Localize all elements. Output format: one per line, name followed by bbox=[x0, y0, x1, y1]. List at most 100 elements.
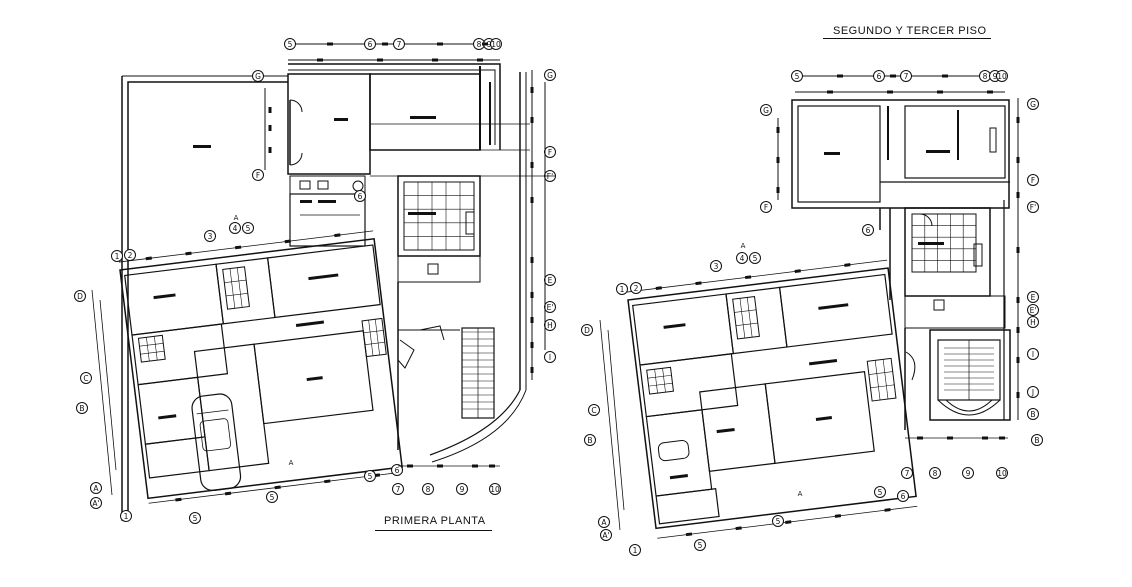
dimension-tick bbox=[937, 90, 943, 94]
dimension-tick bbox=[530, 162, 534, 168]
dimension-tick bbox=[327, 42, 333, 46]
grid-bubble-diagonal-label: 6 bbox=[358, 192, 363, 201]
tiled-floor-bath-2 bbox=[137, 334, 166, 363]
grid-bubble-bottom-label: 9 bbox=[966, 469, 971, 478]
section-marker-a: A bbox=[741, 242, 746, 250]
room-bedroom-2 bbox=[778, 273, 893, 348]
grid-bubble-right bbox=[1027, 348, 1039, 360]
grid-bubble-bottom bbox=[874, 486, 886, 498]
tile-line bbox=[236, 267, 243, 308]
sink bbox=[299, 180, 311, 190]
grid-bubble-right-label: F' bbox=[1030, 203, 1036, 212]
dimension-tick bbox=[432, 58, 438, 62]
rotated-wing bbox=[626, 259, 918, 539]
dimension-tick bbox=[437, 464, 443, 468]
room-bedroom-2 bbox=[266, 244, 381, 319]
grid-bubble-left-label: A bbox=[93, 484, 99, 493]
curved-boundary bbox=[429, 389, 521, 456]
grid-bubble-left bbox=[252, 70, 264, 82]
tiled-floor-kitchen-border bbox=[911, 213, 977, 273]
tiled-floor-bath-3 bbox=[866, 357, 897, 402]
grid-bubble-left-label: B bbox=[79, 404, 84, 413]
grid-bubble-right-label: H bbox=[1030, 318, 1036, 327]
dimension-tick bbox=[776, 187, 780, 193]
appliance bbox=[427, 263, 439, 275]
tiled-floor-bath-2 bbox=[646, 366, 675, 395]
dimension-tick bbox=[1016, 297, 1020, 303]
grid-bubble-left bbox=[584, 434, 596, 446]
grid-bubble-diagonal bbox=[630, 282, 642, 294]
tiled-floor-bath-1-border bbox=[222, 266, 250, 310]
grid-bubble-bottom-label: 5 bbox=[878, 488, 883, 497]
grid-bubble-right bbox=[1027, 174, 1039, 186]
appliance bbox=[933, 299, 945, 311]
grid-bubble-top-label: 6 bbox=[877, 72, 882, 81]
stair-landing-curve bbox=[945, 399, 993, 412]
grid-bubble-bottom bbox=[694, 539, 706, 551]
left-dimension-line bbox=[91, 289, 113, 496]
grid-bubble-left-label: C bbox=[83, 374, 88, 383]
dimension-tick bbox=[735, 526, 742, 531]
grid-bubble-top-label: 5 bbox=[795, 72, 800, 81]
grid-bubble-bottom bbox=[456, 483, 468, 495]
room-label-mark bbox=[815, 416, 833, 421]
dimension-tick bbox=[1016, 157, 1020, 163]
dimension-tick bbox=[437, 42, 443, 46]
door-swing bbox=[397, 339, 415, 369]
grid-bubble-bottom-label: 6 bbox=[395, 466, 400, 475]
dimension-tick bbox=[785, 520, 792, 524]
tile-line bbox=[868, 371, 893, 375]
grid-bubble-top-label: 6 bbox=[368, 40, 373, 49]
room-dining bbox=[764, 371, 875, 464]
dimension-tick bbox=[987, 90, 993, 94]
tile-line bbox=[139, 342, 164, 347]
grid-bubble-diagonal-label: 3 bbox=[714, 262, 719, 271]
dimension-tick bbox=[834, 514, 842, 518]
grid-bubble-left bbox=[760, 104, 772, 116]
door-swing bbox=[419, 325, 445, 341]
tile-line bbox=[225, 292, 248, 297]
grid-bubble-diagonal-label: 1 bbox=[620, 285, 625, 294]
upper-floors-title: SEGUNDO Y TERCER PISO bbox=[833, 25, 987, 37]
grid-bubble-diagonal-label: 2 bbox=[128, 251, 133, 260]
appliance bbox=[465, 211, 475, 235]
dimension-tick bbox=[145, 256, 152, 261]
sink bbox=[317, 180, 329, 190]
grid-bubble-bottom-label: 1 bbox=[633, 546, 638, 555]
tile-line bbox=[146, 337, 150, 362]
grid-bubble-left bbox=[252, 169, 264, 181]
grid-bubble-bottom-label: 5 bbox=[270, 493, 275, 502]
dimension-tick bbox=[942, 74, 948, 78]
grid-bubble-left-label: D bbox=[584, 326, 590, 335]
section-marker-a: A bbox=[234, 214, 239, 222]
room-label-mark bbox=[193, 145, 211, 148]
appliance bbox=[989, 127, 997, 153]
room-study bbox=[645, 409, 713, 497]
staircase bbox=[461, 327, 495, 419]
room-label-mark bbox=[308, 273, 339, 281]
grid-bubble-diagonal bbox=[229, 222, 241, 234]
tile-line bbox=[662, 368, 666, 393]
grid-bubble-bottom-label: 7 bbox=[396, 485, 401, 494]
grid-bubble-left bbox=[90, 497, 102, 509]
grid-bubble-bottom-label: 10 bbox=[490, 485, 500, 494]
dimension-tick bbox=[317, 58, 323, 62]
dimension-tick bbox=[284, 239, 291, 244]
car-detail bbox=[196, 409, 229, 415]
tile-line bbox=[870, 384, 895, 389]
dimension-tick bbox=[530, 292, 534, 298]
dimension-tick bbox=[837, 74, 843, 78]
upper-floors-title-underline bbox=[823, 38, 991, 39]
dimension-tick bbox=[482, 42, 488, 46]
grid-bubble-bottom bbox=[772, 515, 784, 527]
grid-bubble-bottom-label: 10 bbox=[997, 469, 1007, 478]
grid-bubble-left-label: A' bbox=[602, 531, 609, 540]
grid-bubble-bottom bbox=[266, 491, 278, 503]
dimension-tick bbox=[1016, 357, 1020, 363]
grid-bubble-right-label: E bbox=[548, 276, 553, 285]
appliance bbox=[973, 243, 983, 267]
grid-bubble-top bbox=[900, 70, 912, 82]
dimension-tick bbox=[472, 464, 478, 468]
grid-bubble-bottom bbox=[996, 467, 1008, 479]
